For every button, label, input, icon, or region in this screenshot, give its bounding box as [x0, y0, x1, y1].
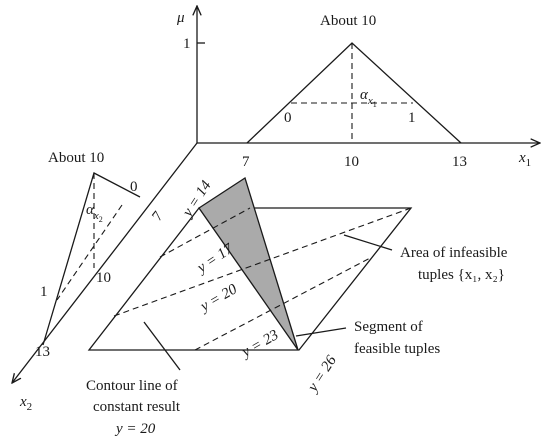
contour-label-y23: y = 23	[238, 327, 282, 361]
contour-label-y20: y = 20	[196, 281, 240, 316]
feasible-leader	[295, 327, 347, 337]
x2-tick-10: 10	[96, 270, 111, 286]
x2-alpha: αx2	[86, 202, 103, 224]
infeasible-label-line2: tuples {x₁, x₂}	[418, 267, 505, 283]
feasible-label-line2: feasible tuples	[354, 341, 440, 357]
x2-cut-top-label: 0	[130, 179, 138, 195]
x1-cut-right-label: 1	[408, 110, 416, 126]
feasible-segment	[198, 176, 299, 351]
feasible-label-line1: Segment of	[354, 319, 423, 335]
x1-tick-10: 10	[344, 154, 359, 170]
x2-alpha-cut-dash	[56, 204, 123, 301]
contour-line-20	[113, 207, 412, 317]
infeasible-label-line1: Area of infeasible	[400, 245, 508, 261]
contour-label-line3: y = 20	[114, 421, 156, 437]
contour-label-line1: Contour line of	[86, 378, 178, 394]
x2-tick-7: 7	[149, 208, 167, 224]
x2-cut-bottom-label: 1	[40, 284, 48, 300]
contour-label-line2: constant result	[93, 399, 181, 415]
support-parallelogram	[87, 207, 413, 351]
infeasible-leader	[343, 234, 393, 251]
x2-title: About 10	[48, 150, 104, 166]
x1-axis-label: x1	[518, 150, 531, 169]
x1-cut-left-label: 0	[284, 110, 292, 126]
x1-membership-triangle	[246, 42, 462, 144]
x2-axis	[12, 142, 198, 383]
contour-line-23	[194, 256, 373, 351]
x2-axis-label: x2	[19, 394, 32, 413]
x1-tick-7: 7	[242, 154, 250, 170]
mu-one-label: 1	[183, 36, 191, 52]
x1-tick-13: 13	[452, 154, 467, 170]
x1-title: About 10	[320, 13, 376, 29]
contour-line-17	[159, 207, 251, 258]
mu-axis-label: μ	[176, 10, 185, 26]
contour-leader	[143, 321, 181, 371]
x2-membership-triangle	[42, 172, 141, 346]
x2-tick-13: 13	[35, 344, 50, 360]
contour-label-y26: y = 26	[304, 353, 340, 397]
x1-alpha: αx1	[360, 87, 377, 109]
